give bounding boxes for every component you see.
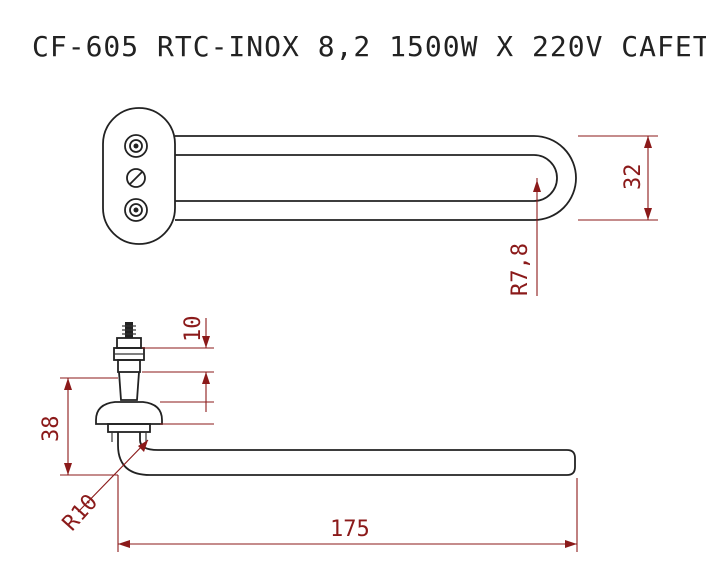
drawing-title: CF-605 RTC-INOX 8,2 1500W X 220V CAFETEI… <box>32 30 706 63</box>
dim-label-10: 10 <box>181 316 206 343</box>
dim-label-175: 175 <box>330 517 370 542</box>
tube-inner <box>175 154 558 202</box>
terminal-bottom-icon <box>124 198 148 222</box>
terminal-top-icon <box>124 134 148 158</box>
flange-plate <box>102 107 176 245</box>
dim-label-32: 32 <box>621 164 646 191</box>
tube-outer <box>175 135 577 221</box>
side-view: 10 38 R10 175 <box>39 316 578 552</box>
gasket <box>107 423 151 433</box>
nut-base <box>117 359 141 373</box>
dim-line-r10 <box>77 439 149 513</box>
top-view: 32 R7,8 <box>102 107 658 296</box>
tube-side <box>117 432 576 476</box>
dim-label-r10: R10 <box>58 490 103 536</box>
neck <box>118 371 140 401</box>
ground-screw-icon <box>126 168 146 188</box>
flange-side <box>95 401 163 425</box>
dim-label-38: 38 <box>39 416 64 443</box>
nut-upper <box>116 337 142 349</box>
dim-label-r78: R7,8 <box>508 243 533 296</box>
